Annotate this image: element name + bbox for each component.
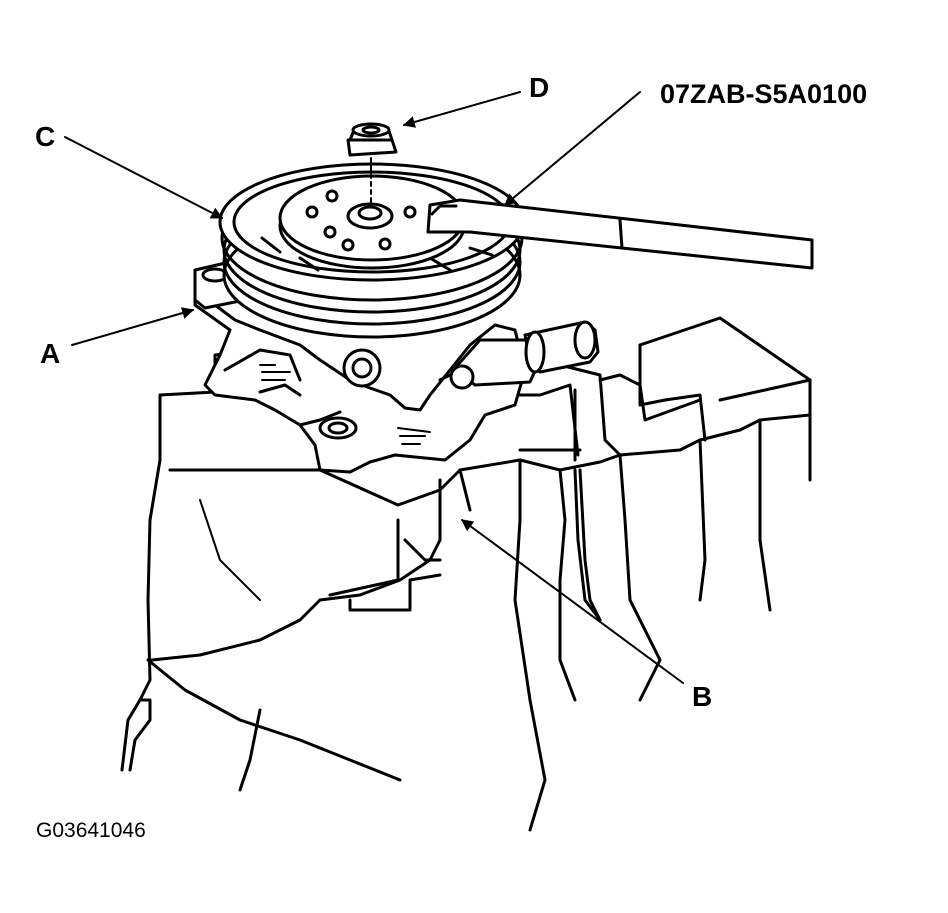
callout-c: C [35, 121, 55, 152]
hose-fitting [449, 320, 600, 390]
mounting-bracket [193, 260, 527, 474]
flange-nut [346, 122, 398, 205]
callout-tool-number: 07ZAB-S5A0100 [660, 79, 867, 109]
callout-b: B [692, 681, 712, 712]
engine-block [120, 316, 812, 832]
leader-c [64, 136, 224, 219]
leader-tool [504, 91, 641, 206]
pulley-holder-tool [426, 198, 814, 270]
leader-b [461, 519, 684, 684]
leader-a [71, 307, 195, 346]
callout-a: A [40, 338, 60, 369]
pulley [218, 162, 526, 339]
leader-d [402, 91, 521, 128]
callout-d: D [529, 72, 549, 103]
leader-lines [64, 91, 684, 684]
figure-id: G03641046 [36, 819, 146, 842]
